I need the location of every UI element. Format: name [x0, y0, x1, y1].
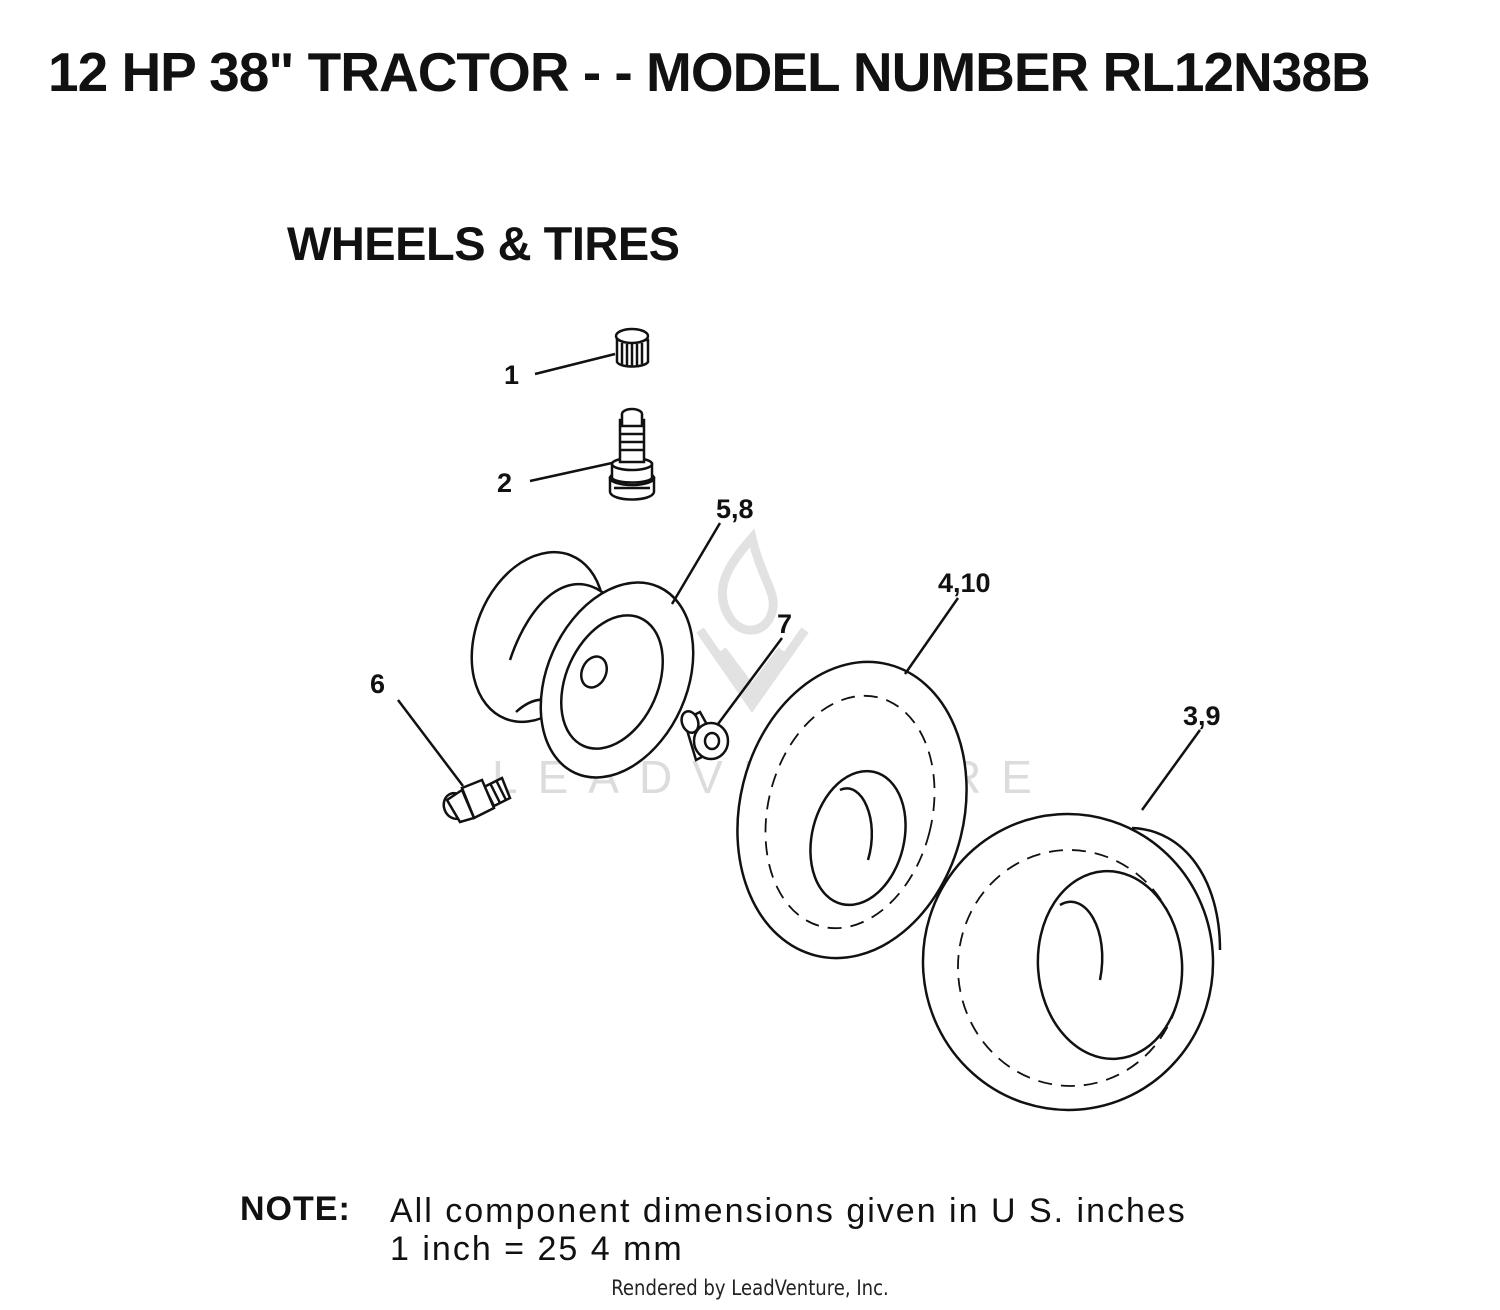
part-7-spacer [680, 710, 730, 762]
page-title: 12 HP 38" TRACTOR - - MODEL NUMBER RL12N… [48, 41, 1371, 103]
section-title: WHEELS & TIRES [287, 217, 680, 270]
part-6-grease-fitting [442, 776, 512, 824]
leader-lines [397, 352, 1202, 811]
footer-credit: Rendered by LeadVenture, Inc. [611, 1276, 889, 1300]
leader-line-1 [534, 352, 616, 376]
leader-line-2 [529, 461, 613, 483]
callout-3-9: 3,9 [1183, 701, 1221, 731]
callout-7: 7 [777, 609, 792, 639]
leader-line-4-10 [903, 597, 960, 675]
note-label: NOTE: [240, 1190, 351, 1228]
callout-4-10: 4,10 [938, 568, 991, 598]
part-4-10-tire [736, 660, 968, 960]
note-conversion-text: 1 inch = 25 4 mm [390, 1230, 684, 1268]
callout-5-8: 5,8 [716, 494, 754, 524]
part-1-valve-cap [614, 327, 650, 368]
part-5-8-rim [470, 550, 695, 779]
callout-labels: 1 2 5,8 4,10 7 6 3,9 [370, 360, 1221, 731]
watermark-flame-logo [696, 528, 809, 713]
callout-2: 2 [497, 468, 512, 498]
leader-line-6 [397, 699, 464, 787]
callout-1: 1 [504, 360, 519, 390]
leader-line-3-9 [1140, 729, 1202, 811]
part-3-9-tire [921, 812, 1222, 1112]
callout-6: 6 [370, 669, 385, 699]
part-2-valve-stem [608, 407, 656, 501]
leader-line-7 [716, 637, 784, 725]
note-dimensions-text: All component dimensions given in U S. i… [390, 1192, 1187, 1230]
leader-line-5-8 [670, 522, 722, 605]
